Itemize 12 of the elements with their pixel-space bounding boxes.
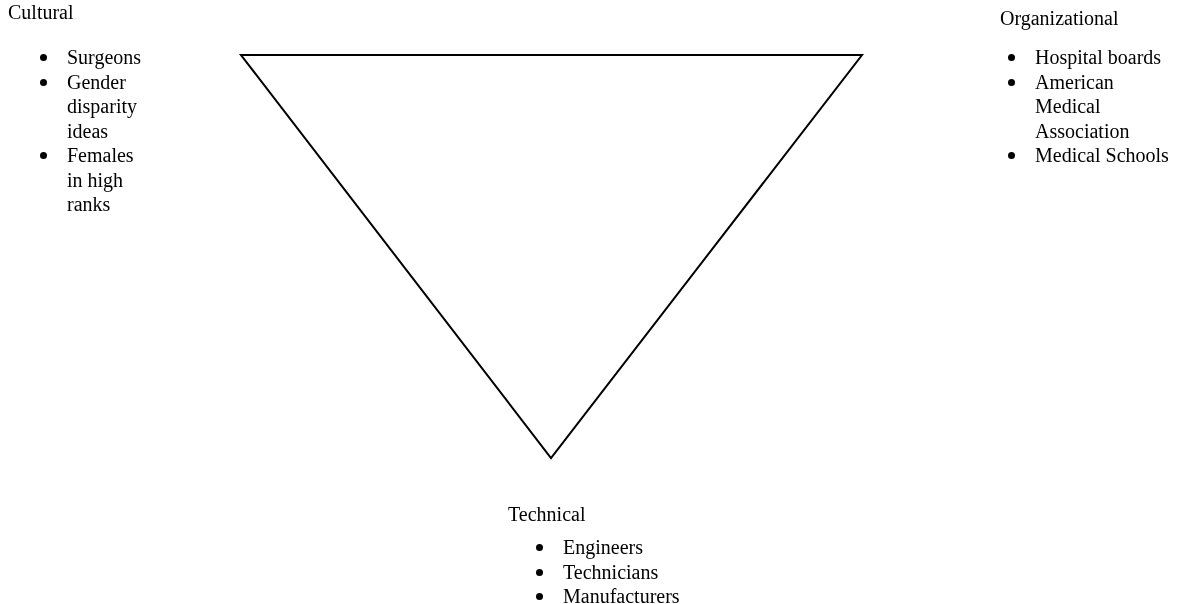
list-item: American Medical Association [1035, 70, 1130, 142]
list-item: Surgeons [67, 46, 142, 68]
list-item: Manufacturers [563, 585, 680, 604]
list-item: Medical Schools [1035, 144, 1169, 166]
list-item: Females in high ranks [67, 144, 134, 215]
group-heading: Cultural [8, 0, 74, 24]
list-item: Gender disparity ideas [67, 70, 137, 142]
list-item: Technicians [563, 560, 659, 583]
group-heading: Technical [508, 502, 586, 526]
list-item: Engineers [563, 536, 643, 558]
list-item: Hospital boards [1035, 46, 1162, 68]
group-heading: Organizational [1000, 6, 1119, 30]
